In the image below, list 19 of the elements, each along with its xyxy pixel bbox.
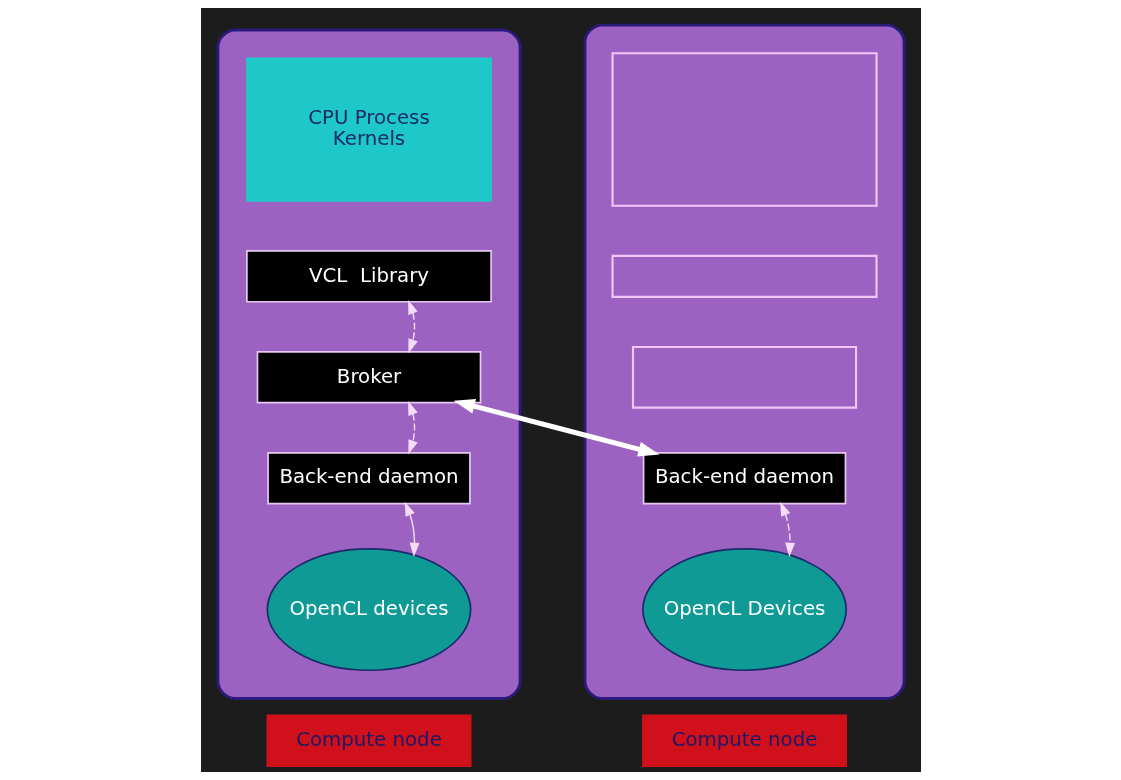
cluster — [216, 28, 521, 700]
node-box: Compute node — [266, 714, 471, 768]
node-ellipse: OpenCL Devices — [641, 547, 847, 672]
node-ellipse: OpenCL devices — [266, 547, 471, 672]
node-box: Compute node — [641, 714, 847, 768]
node-box — [610, 254, 878, 298]
node-box: Broker — [256, 351, 481, 404]
node-box — [610, 52, 878, 207]
arrow — [407, 400, 418, 455]
node-box: CPU Process Kernels — [245, 57, 492, 202]
node-box: VCL Library — [245, 250, 492, 303]
arrow — [404, 501, 419, 557]
node-box: Back-end daemon — [266, 451, 471, 505]
arrow — [407, 300, 418, 354]
node-box — [631, 345, 857, 409]
arrow — [453, 399, 660, 457]
node-box: Back-end daemon — [642, 451, 846, 505]
arrow — [779, 501, 795, 557]
cluster — [583, 23, 905, 700]
